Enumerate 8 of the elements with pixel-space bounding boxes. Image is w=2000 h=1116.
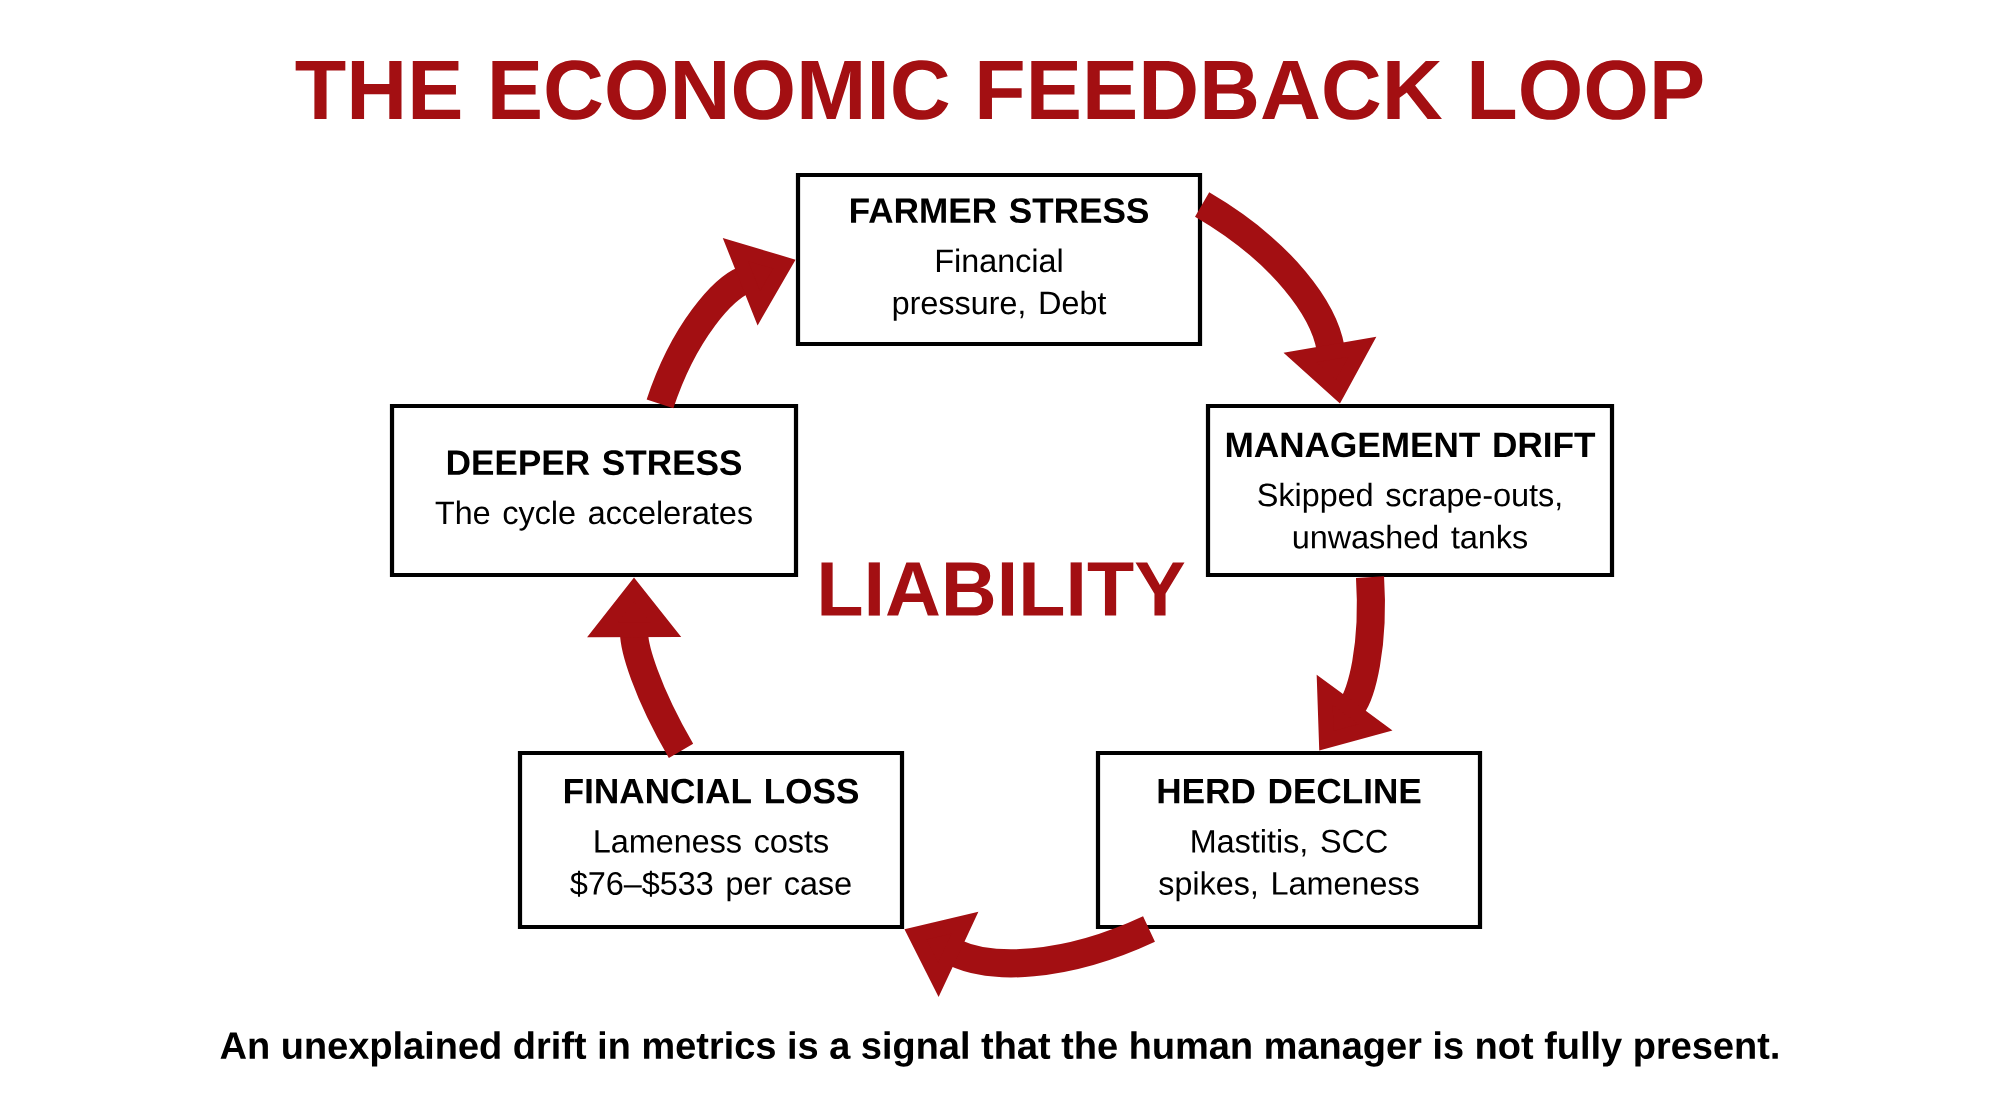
process-box: HERD DECLINE Mastitis, SCC spikes, Lameness: [1095, 750, 1483, 930]
caption: An unexplained drift in metrics is a signal that the human manager is not fully present.: [220, 1031, 1778, 1067]
process-box: FINANCIAL LOSS Lameness costs $76–$533 per case: [517, 750, 905, 930]
process-box: FARMER STRESS Financial pressure, Debt: [795, 172, 1203, 347]
process-box: DEEPER STRESS The cycle accelerates: [389, 403, 799, 578]
process-box: MANAGEMENT DRIFT Skipped scrape-outs, unwashed tanks: [1205, 403, 1615, 578]
title: THE ECONOMIC FEEDBACK LOOP: [295, 60, 1703, 120]
center-label: LIABILITY: [821, 562, 1185, 616]
